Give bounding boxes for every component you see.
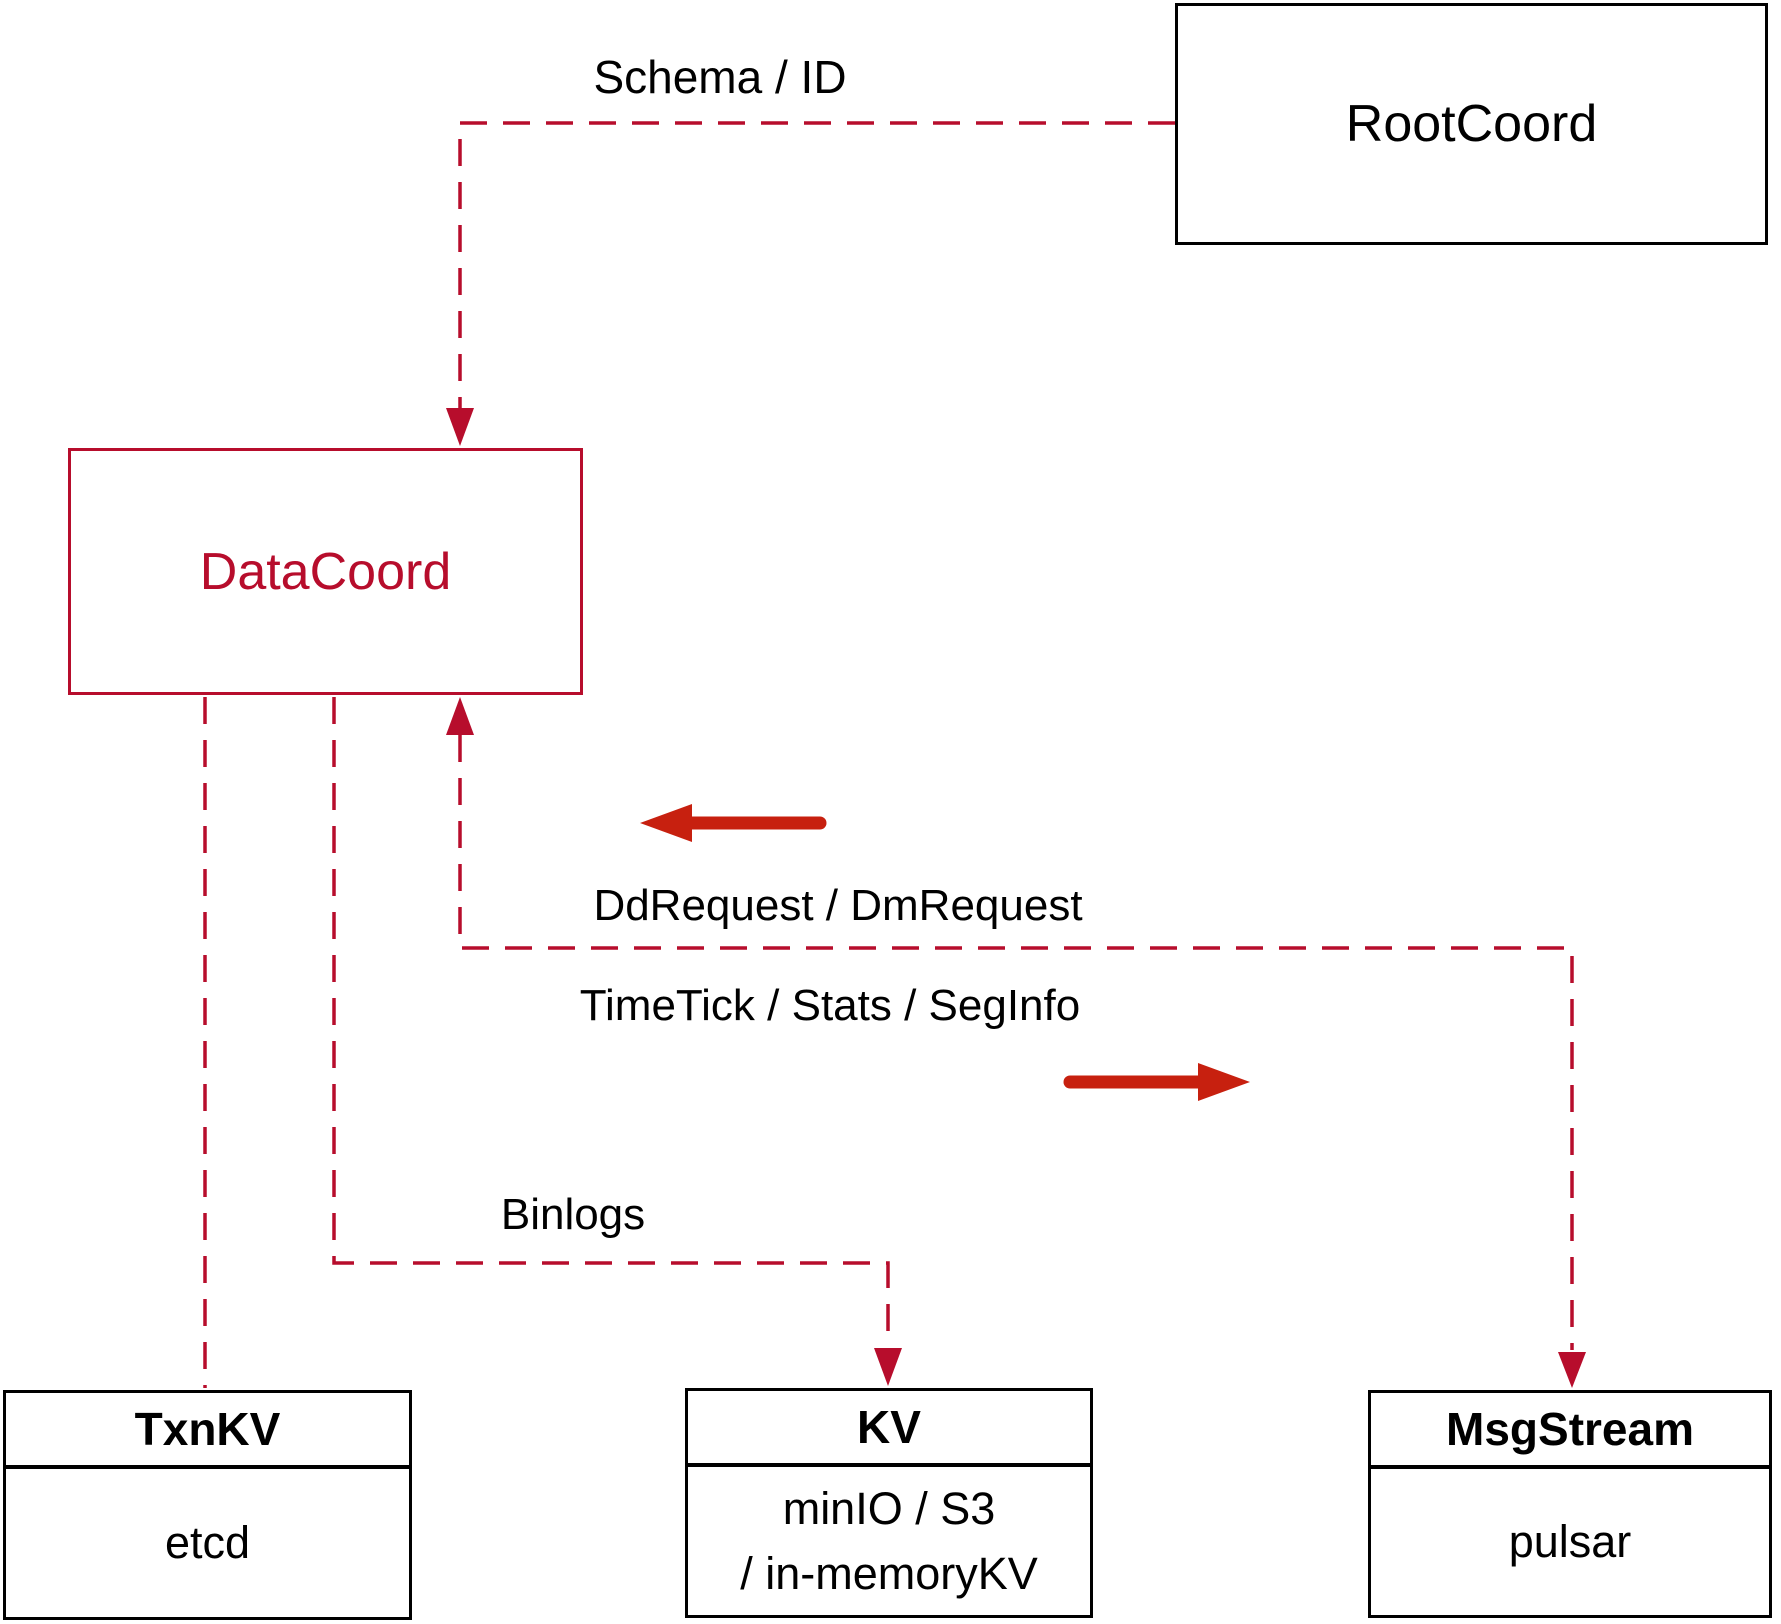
kv-title: KV bbox=[688, 1391, 1090, 1467]
arrowhead-down-icon bbox=[446, 408, 474, 446]
rootcoord-label: RootCoord bbox=[1345, 95, 1598, 153]
msgstream-body: pulsar bbox=[1508, 1516, 1632, 1568]
kv-body-line1: minIO / S3 bbox=[782, 1482, 996, 1534]
datacoord-label: DataCoord bbox=[199, 542, 452, 601]
binlogs-edge-label: Binlogs bbox=[500, 1190, 646, 1239]
arrowhead-down-icon bbox=[874, 1348, 902, 1386]
schema-id-edge-label: Schema / ID bbox=[593, 51, 847, 103]
timetick-stats-seginfo-edge-label: TimeTick / Stats / SegInfo bbox=[579, 981, 1081, 1030]
txnkv-body: etcd bbox=[164, 1517, 251, 1569]
msgstream-node: MsgStream pulsar bbox=[1368, 1390, 1772, 1618]
txnkv-node: TxnKV etcd bbox=[3, 1390, 412, 1620]
arrowhead-down-icon bbox=[1558, 1352, 1586, 1388]
right-direction-arrow-icon bbox=[1063, 1063, 1250, 1101]
txnkv-title: TxnKV bbox=[6, 1393, 409, 1469]
datacoord-node: DataCoord bbox=[68, 448, 583, 695]
kv-node: KV minIO / S3 / in-memoryKV bbox=[685, 1388, 1093, 1618]
kv-body: minIO / S3 / in-memoryKV bbox=[688, 1467, 1090, 1615]
ddrequest-dmrequest-edge-label: DdRequest / DmRequest bbox=[593, 881, 1083, 930]
arrowhead-up-icon bbox=[446, 697, 474, 735]
rootcoord-node: RootCoord bbox=[1175, 3, 1768, 245]
msgstream-title: MsgStream bbox=[1371, 1393, 1769, 1469]
left-direction-arrow-icon bbox=[640, 804, 827, 842]
kv-body-line2: / in-memoryKV bbox=[740, 1548, 1038, 1599]
datacoord-msgstream-edge bbox=[458, 735, 1574, 1350]
schema-id-edge bbox=[458, 121, 1175, 410]
binlogs-edge bbox=[332, 697, 890, 1347]
